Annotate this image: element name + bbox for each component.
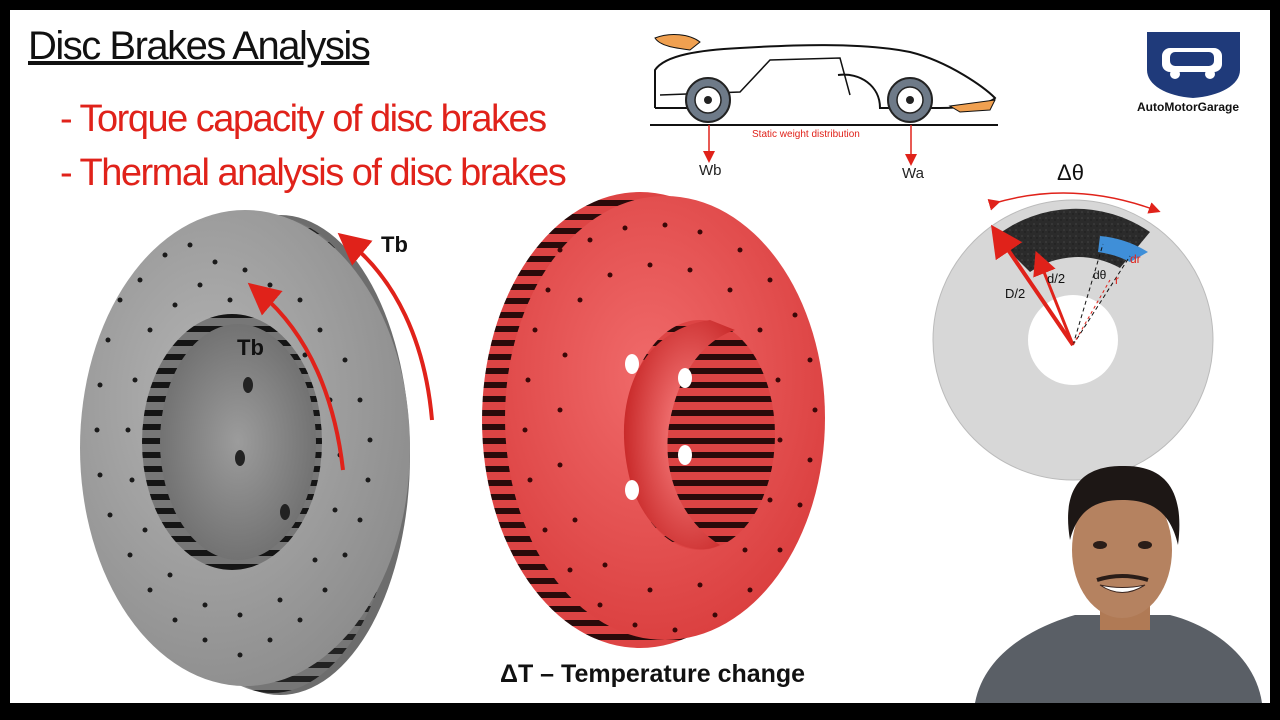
gray-disc-holes bbox=[94, 242, 373, 658]
rear-load-label: Wb bbox=[699, 162, 722, 179]
element-width-label: dr bbox=[1130, 252, 1141, 266]
pad-angle-label: Δθ bbox=[1057, 160, 1084, 185]
red-disc-holes bbox=[522, 222, 818, 633]
outer-radius-label: D/2 bbox=[1005, 286, 1026, 301]
front-load-label: Wa bbox=[902, 165, 924, 182]
gray-brake-disc bbox=[80, 210, 410, 695]
red-brake-disc bbox=[482, 192, 825, 648]
weight-distribution-caption: Static weight distribution bbox=[752, 129, 860, 140]
presenter-photo bbox=[975, 465, 1262, 703]
logo-text: AutoMotorGarage bbox=[1137, 100, 1239, 114]
element-radius-label: r bbox=[1115, 273, 1119, 287]
pad-diagram bbox=[932, 192, 1214, 481]
element-angle-label: dθ bbox=[1093, 268, 1107, 282]
torque-arrow-outer bbox=[337, 232, 434, 421]
bullet-torque-capacity: - Torque capacity of disc brakes bbox=[60, 98, 547, 140]
slide-title: Disc Brakes Analysis bbox=[28, 24, 371, 68]
torque-label-outer: Tb bbox=[381, 232, 408, 257]
torque-label-inner: Tb bbox=[237, 335, 264, 360]
temperature-change-caption: ΔT – Temperature change bbox=[500, 660, 806, 688]
inner-radius-label: d/2 bbox=[1047, 271, 1066, 286]
logo-mark bbox=[1147, 32, 1240, 98]
torque-arrow-inner bbox=[247, 282, 345, 471]
car-diagram bbox=[650, 34, 998, 166]
bullet-thermal-analysis: - Thermal analysis of disc brakes bbox=[60, 152, 567, 194]
